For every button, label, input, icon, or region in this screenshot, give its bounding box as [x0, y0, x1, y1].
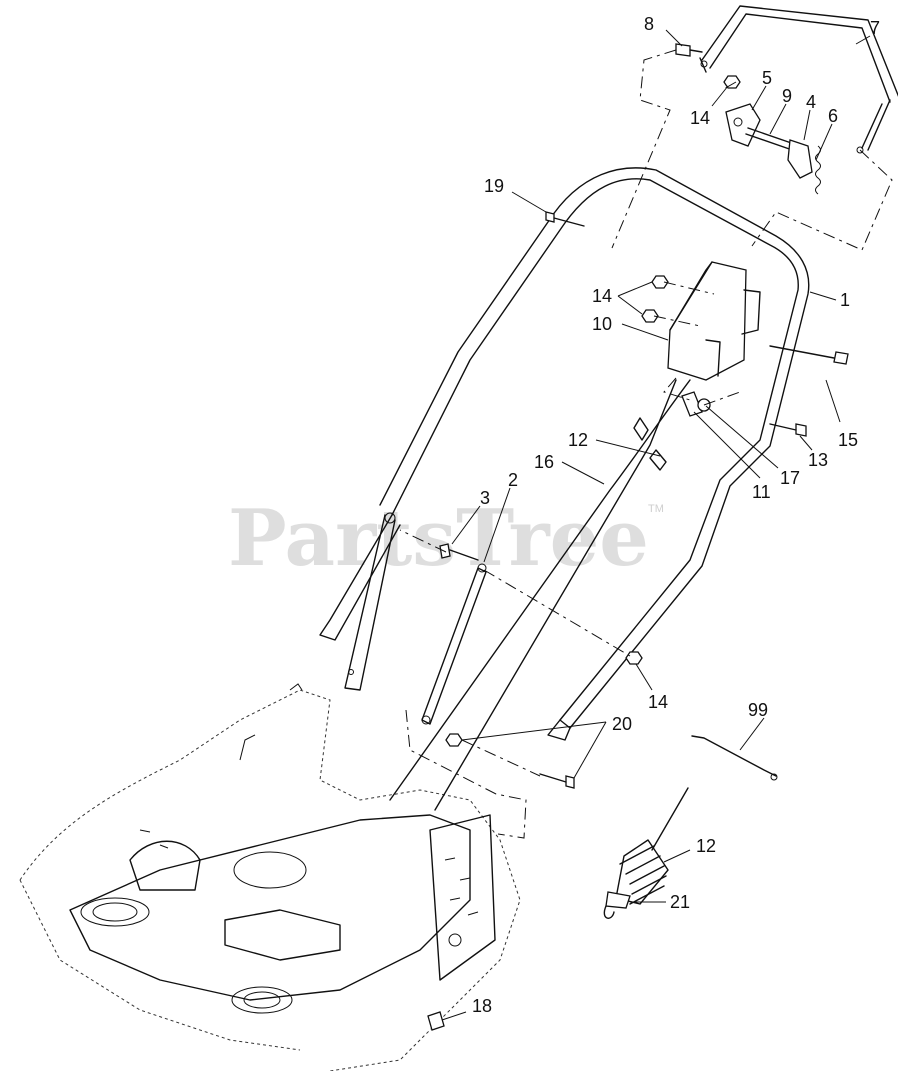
assembly-lines [399, 49, 893, 839]
part-1-upper-handle [379, 167, 810, 741]
callout-15: 15 [838, 430, 858, 450]
part-11-bracket [681, 391, 711, 417]
part-14-nut-top [723, 75, 741, 89]
part-18-clip [427, 1011, 445, 1031]
callout-9: 9 [782, 86, 792, 106]
fasteners [427, 43, 849, 1031]
watermark-text: PartsTree [228, 493, 649, 584]
part-20-bolt [565, 775, 575, 789]
callout-labels: 8 7 5 9 4 6 14 19 14 1 10 12 16 15 13 17… [472, 14, 880, 1016]
callout-3: 3 [480, 488, 490, 508]
part-13-bolt [795, 423, 807, 437]
callout-13: 13 [808, 450, 828, 470]
trademark-text: TM [648, 503, 664, 515]
part-8-bolt [675, 43, 691, 57]
callout-17: 17 [780, 468, 800, 488]
lower-handle-left-arm [319, 512, 401, 691]
callout-20: 20 [612, 714, 632, 734]
part-7-handle-bail [699, 5, 898, 154]
mower-deck [19, 683, 521, 1071]
part-14-nut-b [641, 309, 659, 323]
callout-21: 21 [670, 892, 690, 912]
part-21-end [605, 891, 631, 909]
lever-assembly [725, 103, 821, 195]
part-20-nut [445, 733, 463, 747]
callout-11: 11 [752, 482, 771, 502]
part-99-cable-tie [691, 735, 778, 781]
callout-8: 8 [644, 14, 654, 34]
part-15-bolt [833, 351, 849, 365]
control-cables [389, 379, 691, 811]
callout-99: 99 [748, 700, 768, 720]
callout-2: 2 [508, 470, 518, 490]
part-19-bolt [545, 211, 555, 223]
callout-14-middle: 14 [592, 286, 612, 306]
part-5-lever [725, 103, 761, 147]
part-6-spring [815, 145, 821, 195]
callout-4: 4 [806, 92, 816, 112]
callout-19: 19 [484, 176, 504, 196]
callout-7: 7 [870, 18, 880, 38]
part-4-latch [787, 139, 813, 179]
callout-12-spring: 12 [696, 836, 716, 856]
callout-10: 10 [592, 314, 612, 334]
callout-6: 6 [828, 106, 838, 126]
callout-14-lower: 14 [648, 692, 668, 712]
leader-lines [441, 29, 871, 1021]
part-10-control-box [667, 261, 761, 381]
callout-12-cable: 12 [568, 430, 588, 450]
callout-18: 18 [472, 996, 492, 1016]
callout-14-top: 14 [690, 108, 710, 128]
part-14-nut-lower [625, 651, 643, 665]
part-2-link-rod [421, 563, 487, 725]
callout-1: 1 [840, 290, 850, 310]
part-12-spring [603, 787, 689, 919]
callout-16: 16 [534, 452, 554, 472]
callout-5: 5 [762, 68, 772, 88]
